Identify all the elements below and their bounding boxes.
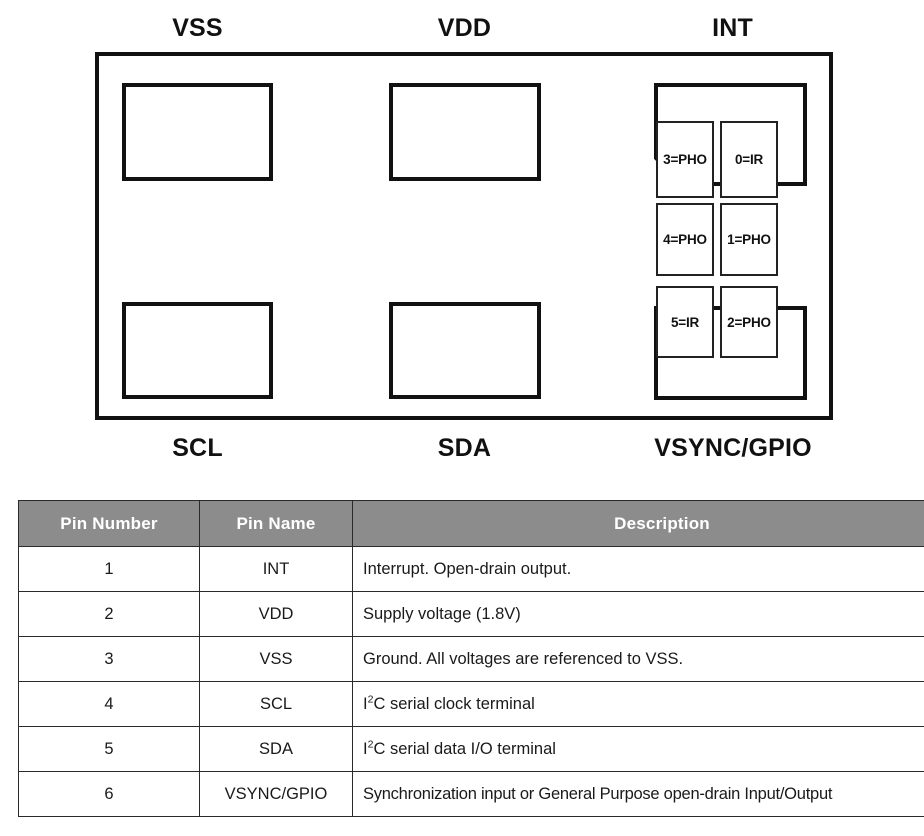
desc-text-post: C serial data I/O terminal	[373, 739, 556, 758]
cell-description: I2C serial data I/O terminal	[352, 726, 924, 772]
cell-pin-name: VDD	[199, 591, 353, 637]
led-cell-0-ir: 0=IR	[720, 121, 778, 198]
cell-pin-number: 6	[18, 771, 200, 817]
desc-text-pre: I	[363, 694, 368, 713]
cell-pin-name: SCL	[199, 681, 353, 727]
diagram-top-label-vss: VSS	[172, 14, 223, 42]
cell-description: Ground. All voltages are referenced to V…	[352, 636, 924, 682]
led-cell-2-pho: 2=PHO	[720, 286, 778, 358]
led-cell-3-pho: 3=PHO	[656, 121, 714, 198]
cell-pin-number: 4	[18, 681, 200, 727]
led-cell-4-pho: 4=PHO	[656, 203, 714, 276]
cell-pin-number: 2	[18, 591, 200, 637]
desc-text-pre: I	[363, 739, 368, 758]
cell-description: Interrupt. Open-drain output.	[352, 546, 924, 592]
cell-pin-name: VSYNC/GPIO	[199, 771, 353, 817]
diagram-bottom-label-scl: SCL	[172, 434, 223, 462]
scl-pad	[122, 302, 273, 399]
led-cell-5-ir: 5=IR	[656, 286, 714, 358]
cell-description: Synchronization input or General Purpose…	[352, 771, 924, 817]
sda-pad	[389, 302, 541, 399]
cell-pin-number: 5	[18, 726, 200, 772]
cell-description: Supply voltage (1.8V)	[352, 591, 924, 637]
led-cell-1-pho: 1=PHO	[720, 203, 778, 276]
diagram-top-label-vdd: VDD	[437, 14, 492, 42]
col-header-pin-number: Pin Number	[18, 500, 200, 547]
desc-superscript: 2	[367, 693, 374, 705]
vss-pad	[122, 83, 273, 181]
cell-pin-name: VSS	[199, 636, 353, 682]
col-header-description: Description	[352, 500, 924, 547]
cell-pin-number: 3	[18, 636, 200, 682]
cell-pin-number: 1	[18, 546, 200, 592]
diagram-bottom-label-vsync-gpio: VSYNC/GPIO	[654, 434, 812, 462]
vdd-pad	[389, 83, 541, 181]
cell-pin-name: INT	[199, 546, 353, 592]
cell-description: I2C serial clock terminal	[352, 681, 924, 727]
desc-text-post: C serial clock terminal	[373, 694, 535, 713]
table-header-row: Pin Number Pin Name Description	[18, 500, 924, 547]
cell-pin-name: SDA	[199, 726, 353, 772]
col-header-pin-name: Pin Name	[199, 500, 353, 547]
desc-superscript: 2	[367, 738, 374, 750]
diagram-bottom-label-sda: SDA	[437, 434, 492, 462]
package-pinout-diagram: VSS VDD INT 3=PHO 0=IR 4=PHO 1=PHO 5=IR …	[95, 14, 833, 462]
diagram-top-label-int: INT	[712, 14, 753, 42]
